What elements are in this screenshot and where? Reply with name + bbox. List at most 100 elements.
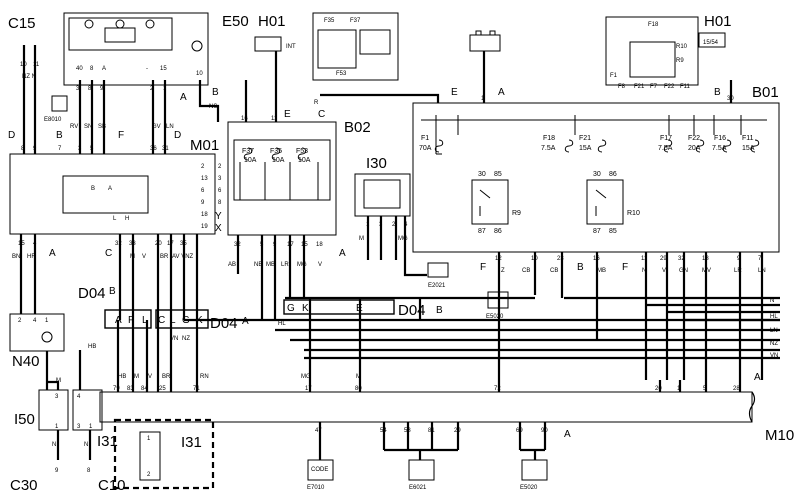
fusebox-inset-left <box>312 12 399 81</box>
pin-b02-5: 5 <box>260 242 264 248</box>
fusebox-inset-right <box>605 16 699 86</box>
label-c15: C15 <box>8 15 36 32</box>
wire-ln-b01: LN <box>758 268 766 274</box>
pin-m01-7: 7 <box>58 146 62 152</box>
pin-e50-10: 10 <box>196 71 203 77</box>
pin-b02-18: 18 <box>316 242 323 248</box>
fuse-f16-rating: 7.5A <box>712 145 727 152</box>
label-n40: N40 <box>12 353 40 370</box>
pin-i50-3: 3 <box>55 394 59 400</box>
wire-lr-b01: LR <box>734 268 742 274</box>
wire-ab: AB <box>228 262 236 268</box>
conn-d2: D <box>174 130 181 141</box>
wire-hb-m10: HB <box>118 374 126 380</box>
pin-m10-17: 17 <box>305 386 312 392</box>
conn-a-d04: A <box>242 316 249 327</box>
pin-i31b-2: 2 <box>147 472 151 478</box>
pin-b01-7: 7 <box>758 256 762 262</box>
battery-box <box>469 34 501 52</box>
conn-x: X <box>215 223 222 234</box>
pin-m01-36: 36 <box>150 146 157 152</box>
fuse-f17-id: F17 <box>660 135 672 142</box>
pin-m01-35: 35 <box>180 241 187 247</box>
pin-n40-1: 1 <box>45 318 49 324</box>
inset-f8: F8 <box>618 84 626 90</box>
pin-b01-10: 10 <box>531 256 538 262</box>
m10-bar <box>99 391 753 423</box>
label-e50: E50 <box>222 13 249 30</box>
wire-hl-left: HL <box>278 321 286 327</box>
m01-b: B <box>91 186 95 192</box>
pin-i50-1: 1 <box>55 424 59 430</box>
wire-cb2: CB <box>550 268 558 274</box>
label-i31a: I31 <box>97 433 118 450</box>
e50-box <box>63 12 209 86</box>
conn-a-e50: A <box>180 92 187 103</box>
wire-nb: NB <box>254 262 262 268</box>
fuse-f35-rating: 10A <box>272 157 285 164</box>
wire-m-m10b: M <box>356 374 361 380</box>
pin-m01-r18: 18 <box>201 212 208 218</box>
i31-inset <box>113 418 215 490</box>
b02-box <box>227 121 337 236</box>
fuse-f1-rating: 70A <box>419 145 432 152</box>
pin-m10-47: 47 <box>315 428 322 434</box>
pin-r10-86: 86 <box>609 171 617 178</box>
pin-m10-29: 29 <box>454 428 461 434</box>
wire-hl: HL <box>770 314 778 320</box>
wire-r: R <box>314 100 319 106</box>
pin-b02-32: 32 <box>234 242 241 248</box>
pin-m01-r2: 2 <box>201 164 205 170</box>
label-i31b: I31 <box>181 434 202 451</box>
pin-m10-71: 71 <box>193 386 200 392</box>
conn-e-b02: E <box>284 109 291 120</box>
pin-d04-l: L <box>142 315 148 326</box>
wire-sn: SN <box>84 124 92 130</box>
pin-b01-32: 32 <box>678 256 685 262</box>
fuse-f22-rating: 20A <box>688 145 701 152</box>
relay-r10: R10 <box>627 210 640 217</box>
fuse-f37-id: F37 <box>242 148 254 155</box>
wire-m-i30: M <box>359 236 364 242</box>
pin-b01-30: 30 <box>727 96 734 102</box>
pin-i31-3: 3 <box>77 424 81 430</box>
wire-hb: HB <box>88 344 96 350</box>
pin-e50-1: 1 <box>163 86 167 92</box>
pin-m10-58: 58 <box>404 428 411 434</box>
wire-sb: SB <box>98 124 106 130</box>
e5020b-box <box>521 459 548 481</box>
conn-b-b01b: B <box>577 262 584 273</box>
conn-f-m01: F <box>118 130 124 141</box>
pin-m10-1: 1 <box>677 386 681 392</box>
relay-r9: R9 <box>512 210 521 217</box>
pin-m01-31: 31 <box>162 146 169 152</box>
label-e7010: E7010 <box>307 485 325 491</box>
i31-box <box>72 389 103 431</box>
wire-m-n40: M <box>56 378 61 384</box>
pin-m10-25: 25 <box>159 386 166 392</box>
label-b02: B02 <box>344 119 371 136</box>
pin-b01-12: 12 <box>495 256 502 262</box>
inset-r10: R10 <box>676 44 688 50</box>
wire-mb-b01: MB <box>597 268 606 274</box>
conn-a-b02: A <box>339 248 346 259</box>
e2021-box <box>427 262 449 278</box>
fuse-f21-id: F21 <box>579 135 591 142</box>
pin-m01-20: 20 <box>155 241 162 247</box>
pin-b02-16: 16 <box>241 116 248 122</box>
wire-av-vnz: AV VNZ <box>172 254 194 260</box>
pin-i30-2: 2 <box>392 222 396 228</box>
pin-b02-11: 11 <box>271 116 278 122</box>
label-e8010: E8010 <box>44 117 62 123</box>
m01-l: L <box>113 216 117 222</box>
pin-b02-17: 17 <box>287 242 294 248</box>
label-d04a: D04 <box>78 285 106 302</box>
m01-a: A <box>108 186 112 192</box>
inset-f22: F22 <box>664 84 675 90</box>
wire-vn-right: VN <box>770 353 778 359</box>
fuse-f11-id: F11 <box>742 135 754 142</box>
label-c30: C30 <box>10 477 38 494</box>
wire-mb: MB <box>266 262 275 268</box>
pin-b01-23: 23 <box>557 256 564 262</box>
pin-m10-90: 90 <box>541 428 548 434</box>
